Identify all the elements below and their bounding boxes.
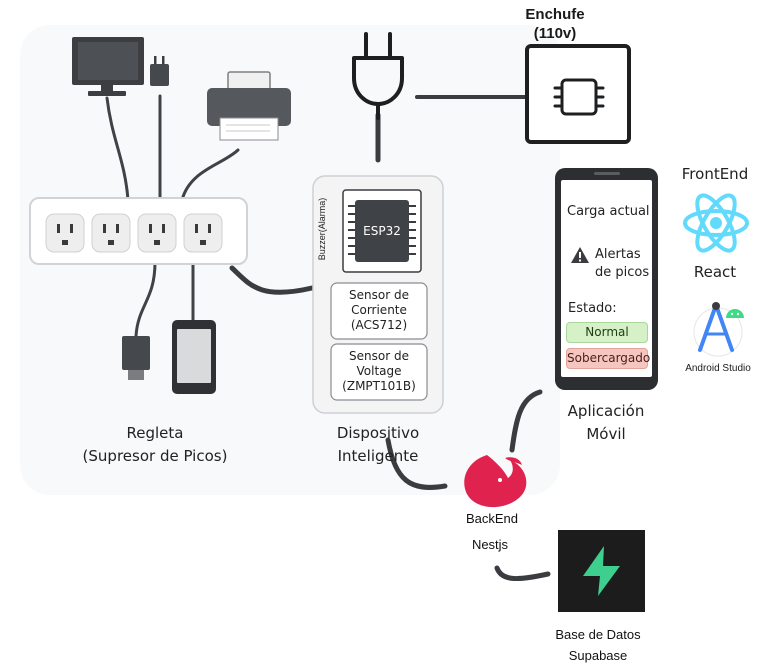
outlet-voltage-text: (110v) (533, 25, 577, 42)
device-to-backend-cable (385, 437, 448, 490)
esp32-label: ESP32 (363, 224, 401, 238)
device-label-line1: Dispositivo (336, 424, 420, 442)
current-sensor-line2: Corriente (351, 303, 407, 317)
smartphone-icon (172, 320, 216, 394)
frontend-title: FrontEnd (681, 165, 749, 183)
outlet-icon (91, 213, 131, 253)
wall-plug-icon (352, 32, 404, 120)
app-label-line2: Móvil (586, 425, 626, 443)
outlet-title: Enchufe (110v) (505, 5, 605, 43)
strip-to-device-cable (229, 265, 315, 295)
alerts-line2: de picos (595, 265, 650, 280)
printer-cable (180, 148, 240, 202)
app-to-backend-cable (509, 389, 543, 453)
buzzer-label: Buzzer(Alarma) (317, 197, 327, 261)
backend-to-db-cable (494, 565, 551, 581)
strip-cables (105, 94, 240, 338)
charger-plug-icon (150, 56, 169, 86)
android-studio-icon (693, 302, 744, 357)
nestjs-icon (464, 455, 527, 508)
app-label: Aplicación Móvil (551, 400, 661, 446)
usb-cable (134, 260, 157, 338)
usb-plug-icon (122, 336, 150, 380)
android-studio-label: Android Studio (685, 363, 751, 374)
device-label: Dispositivo Inteligente (318, 422, 438, 468)
wall-outlet-icon (525, 44, 631, 144)
database-label: Base de Datos Supabase (538, 624, 658, 666)
voltage-sensor-line2: Voltage (356, 364, 402, 378)
device-label-line2: Inteligente (337, 447, 419, 465)
app-label-line1: Aplicación (567, 402, 645, 420)
database-label-line1: Base de Datos (555, 627, 641, 642)
current-sensor-line3: (ACS712) (350, 318, 408, 332)
alerts-line1: Alertas (595, 247, 641, 262)
monitor-cable (105, 96, 130, 202)
outlet-icon (183, 213, 223, 253)
power-strip-label-line1: Regleta (126, 424, 184, 442)
current-sensor-label: Sensor de Corriente (ACS712) (331, 288, 427, 333)
power-strip-label: Regleta (Supresor de Picos) (70, 422, 240, 468)
outlet-title-text: Enchufe (525, 6, 585, 23)
supabase-icon (558, 530, 645, 612)
backend-title: BackEnd (465, 511, 519, 526)
backend-framework: Nestjs (471, 537, 509, 552)
voltage-sensor-line1: Sensor de (349, 349, 409, 363)
monitor-icon (72, 37, 144, 96)
printer-icon (207, 71, 291, 141)
outlet-icon (137, 213, 177, 253)
esp32-chip-icon (342, 189, 422, 273)
voltage-sensor-box (330, 343, 428, 401)
react-icon (683, 193, 749, 253)
state-label: Estado: (568, 301, 617, 316)
current-sensor-box (330, 282, 428, 340)
voltage-sensor-line3: (ZMPT101B) (342, 379, 416, 393)
current-sensor-line1: Sensor de (349, 288, 409, 302)
react-label: React (693, 263, 737, 281)
status-overloaded-badge: Sobercargado (566, 348, 650, 369)
alerts-text: Alertas de picos (595, 246, 649, 282)
voltage-sensor-label: Sensor de Voltage (ZMPT101B) (331, 349, 427, 394)
outlet-icon (45, 213, 85, 253)
power-strip-label-line2: (Supresor de Picos) (82, 447, 228, 465)
warning-icon (571, 247, 589, 263)
current-load-text: Carga actual (567, 204, 650, 219)
database-label-line2: Supabase (568, 648, 628, 663)
smart-device-box (312, 175, 444, 414)
power-strip-icon (29, 197, 248, 265)
status-normal-badge: Normal (566, 322, 648, 343)
